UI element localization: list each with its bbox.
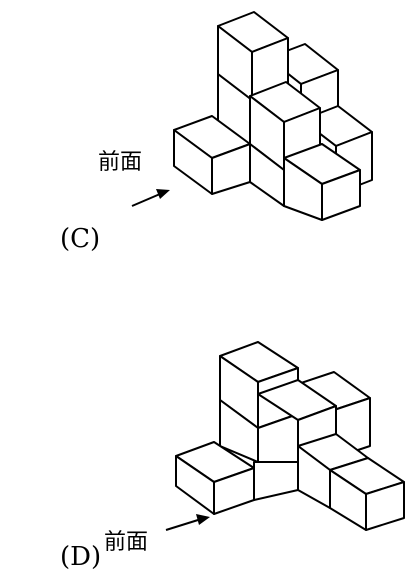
front-label-c: 前面 [98, 150, 143, 175]
front-arrow-d [165, 514, 210, 531]
front-arrow-c [131, 189, 170, 207]
cube-d-left-front [175, 441, 255, 515]
cube-c-right-front [283, 143, 361, 221]
cube-c-left-front [173, 115, 251, 195]
cube-d-tall-second [219, 399, 299, 463]
cube-d-bottom-middle [253, 461, 299, 501]
cube-d-far-right [329, 457, 405, 531]
option-label-c: (C) [60, 224, 101, 254]
front-label-d: 前面 [104, 530, 149, 555]
option-label-d: (D) [60, 542, 102, 572]
